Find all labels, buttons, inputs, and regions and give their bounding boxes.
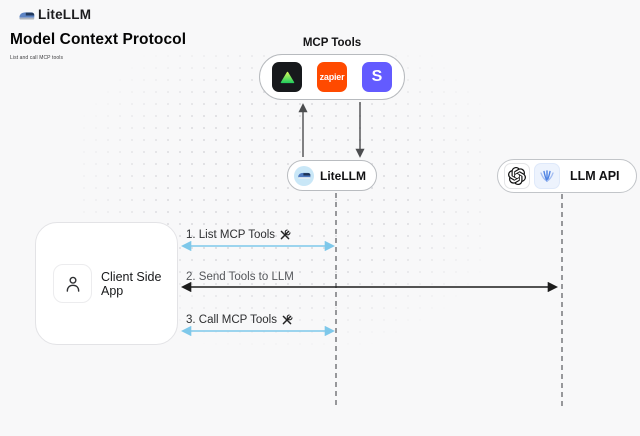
person-icon	[53, 264, 92, 303]
flow-label-list-mcp-tools: 1. List MCP Tools	[186, 229, 291, 241]
mcp-tool-zapier: zapier	[317, 62, 347, 92]
client-node-label: Client Side App	[101, 269, 162, 298]
client-side-app-node: Client Side App	[35, 222, 178, 345]
flow-3-text: 3. Call MCP Tools	[186, 314, 277, 326]
flow-label-send-tools-to-llm: 2. Send Tools to LLM	[186, 271, 294, 283]
flow-label-call-mcp-tools: 3. Call MCP Tools	[186, 314, 293, 326]
llm-api-node: LLM API	[497, 159, 637, 193]
hammer-wrench-icon	[280, 229, 291, 240]
flow-2-text: 2. Send Tools to LLM	[186, 271, 294, 283]
page-title: Model Context Protocol	[10, 31, 187, 48]
hammer-wrench-icon	[282, 314, 293, 325]
mcp-tool-stripe: S	[362, 62, 392, 92]
brand-name: LiteLLM	[38, 7, 92, 22]
flow-1-text: 1. List MCP Tools	[186, 229, 276, 241]
litellm-node-label: LiteLLM	[320, 168, 366, 183]
zapier-icon: zapier	[319, 72, 345, 82]
openai-icon	[504, 163, 530, 189]
train-icon	[294, 165, 314, 186]
litellm-node: LiteLLM	[287, 160, 377, 191]
mcp-tool-green-triangle	[272, 62, 302, 92]
mcp-tools-group: zapier S	[259, 54, 405, 100]
mcp-tools-label: MCP Tools	[302, 37, 362, 49]
stripe-s-icon: S	[371, 68, 383, 85]
green-triangle-icon	[280, 71, 294, 83]
litellm-logo-train-icon	[19, 12, 35, 20]
llm-api-node-label: LLM API	[570, 169, 620, 183]
blue-fan-icon	[534, 163, 560, 189]
page-subtitle: List and call MCP tools	[10, 55, 64, 61]
